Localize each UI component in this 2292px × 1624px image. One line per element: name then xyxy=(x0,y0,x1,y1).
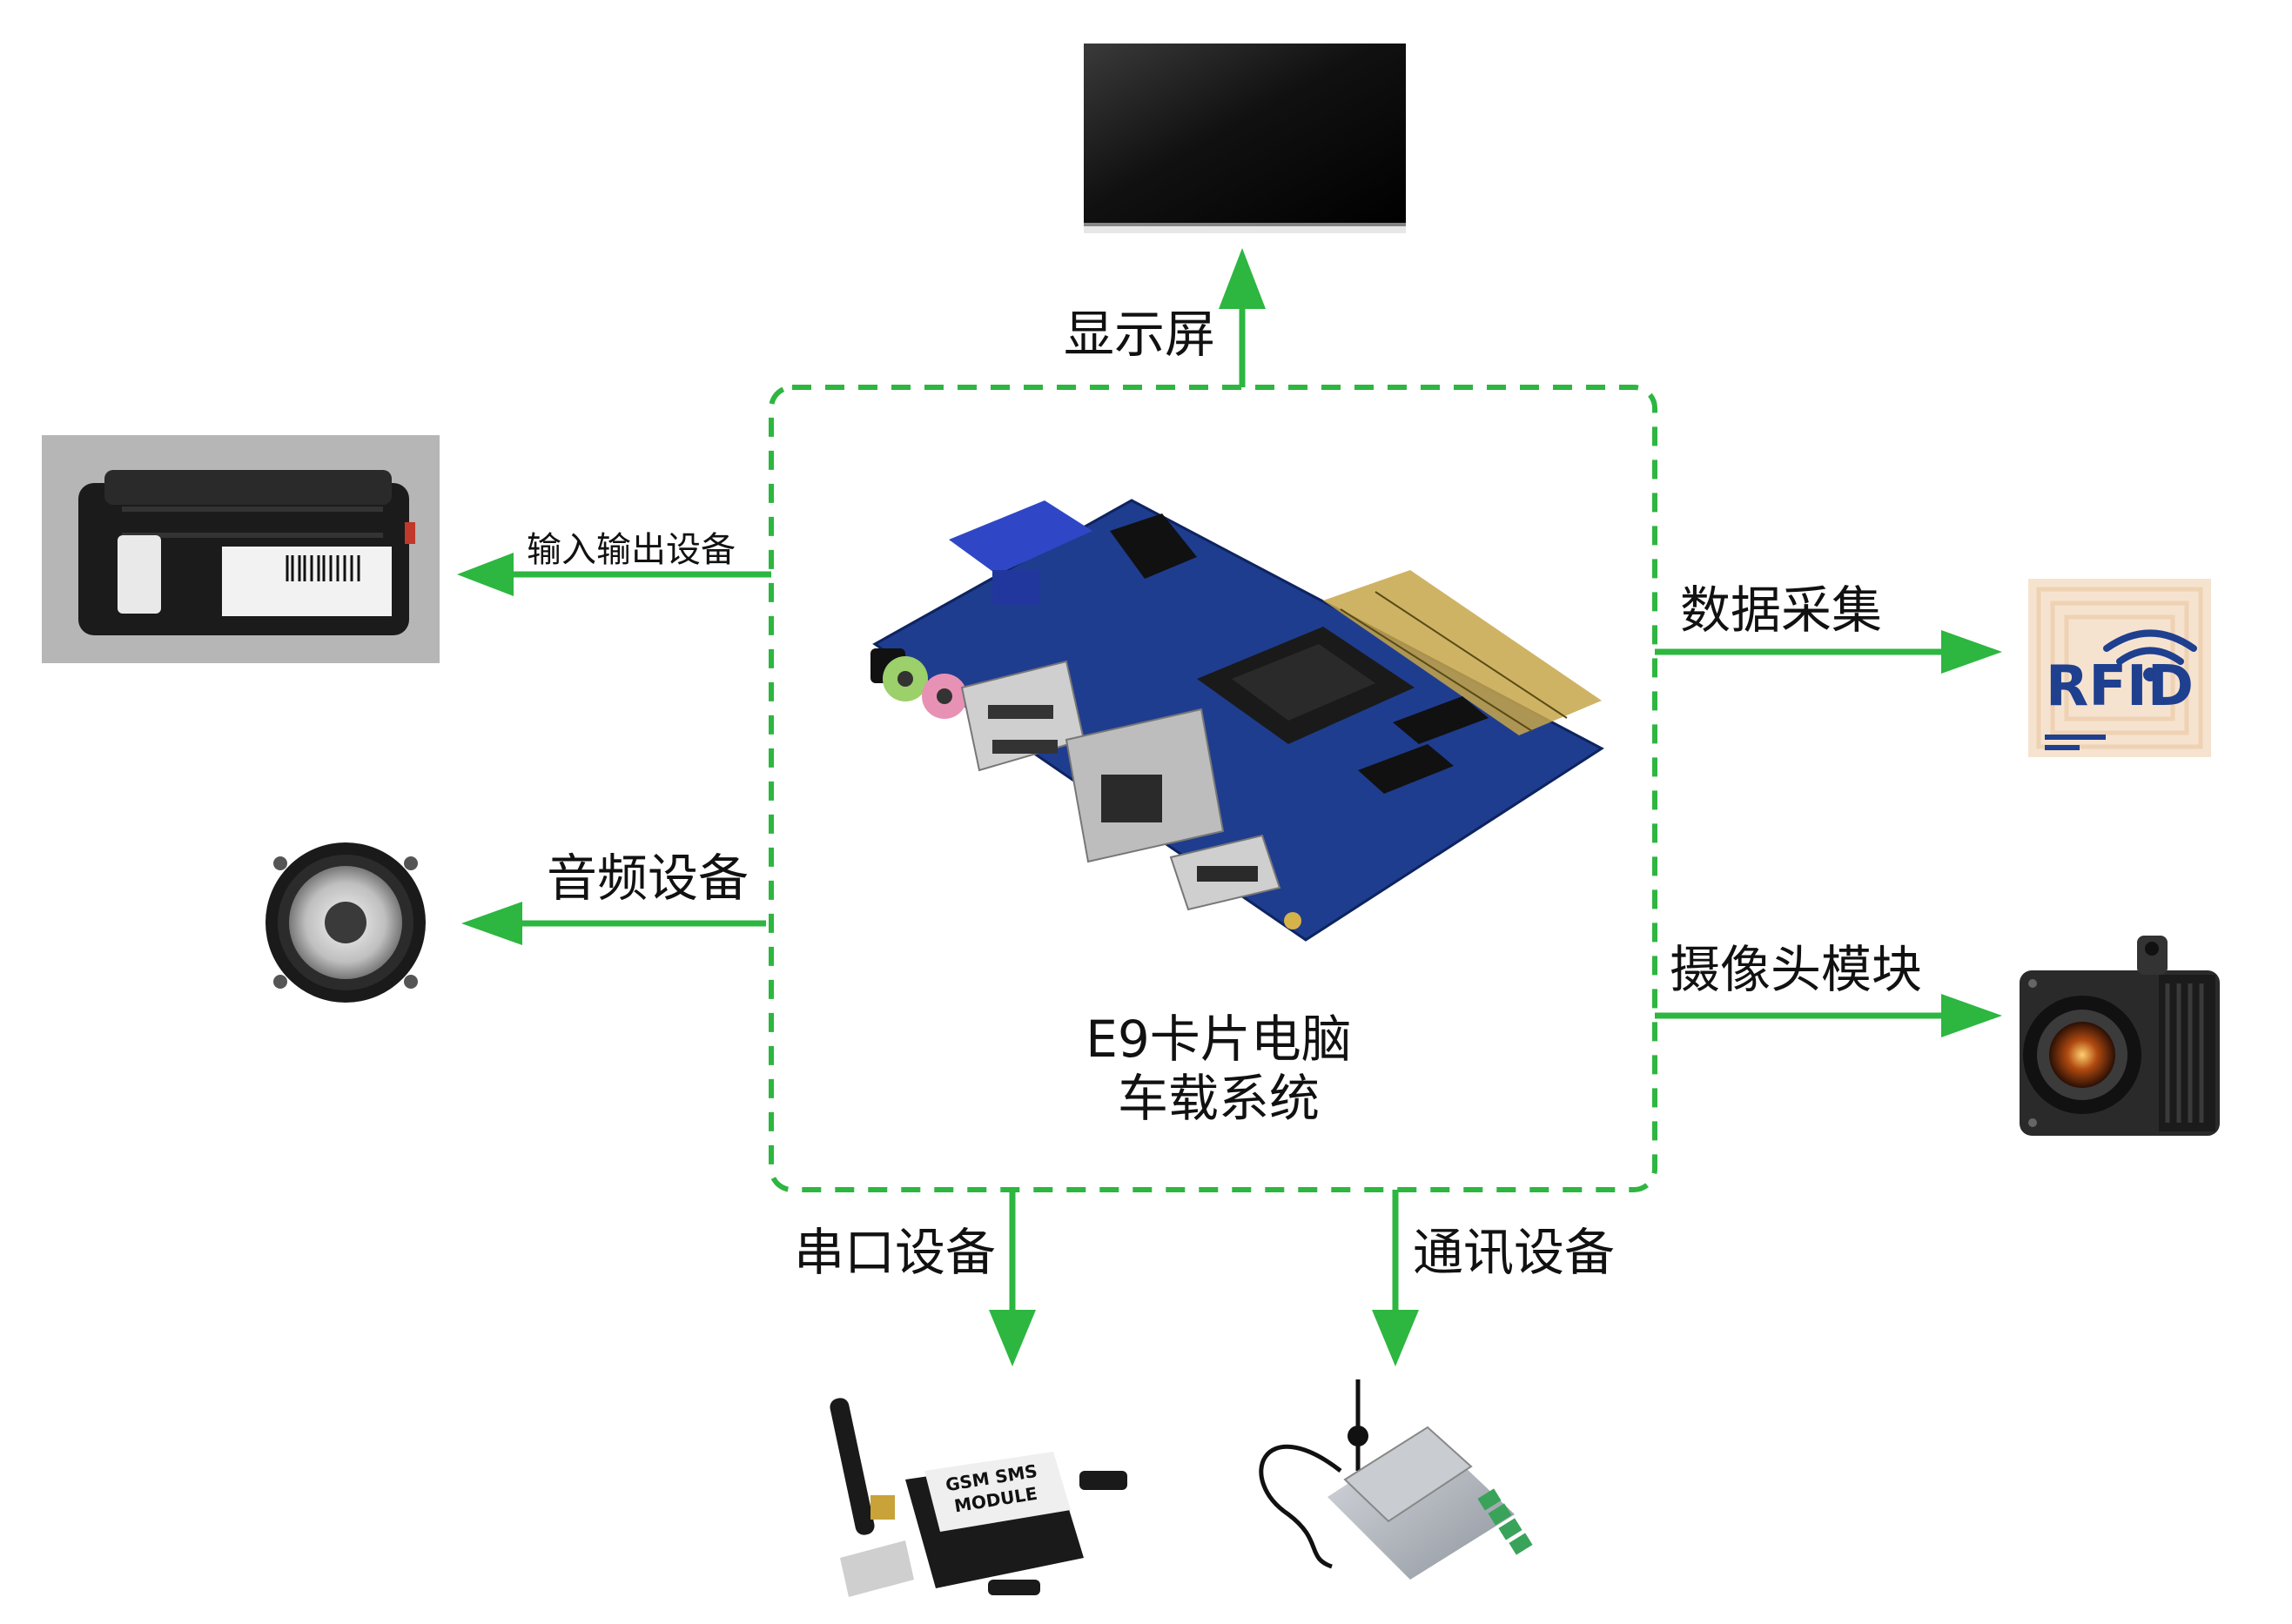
center-title-line1: E9卡片电脑 xyxy=(1086,1010,1352,1069)
io-device-image xyxy=(42,435,440,663)
arrow-camera xyxy=(1655,994,2002,1037)
label-serial-device: 串口设备 xyxy=(794,1223,997,1282)
label-data-acquisition: 数据采集 xyxy=(1680,580,1883,640)
speaker-image xyxy=(265,842,426,1003)
label-comm-device: 通讯设备 xyxy=(1413,1223,1616,1282)
label-display: 显示屏 xyxy=(1064,305,1216,364)
arrow-display xyxy=(1219,248,1266,387)
center-title-line2: 车载系统 xyxy=(1117,1069,1320,1128)
rfid-logo-text: RFID xyxy=(2046,654,2194,719)
label-audio-device: 音频设备 xyxy=(547,849,749,908)
arrow-data-acq xyxy=(1655,630,2002,674)
arrow-audio xyxy=(461,902,766,945)
arrow-serial xyxy=(989,1190,1036,1366)
camera-image xyxy=(2020,936,2220,1136)
gsm-module-image xyxy=(830,1398,1127,1597)
rfid-image xyxy=(2028,579,2211,757)
arrow-io xyxy=(457,553,771,596)
system-boundary xyxy=(769,385,1657,1192)
label-io-device: 输入输出设备 xyxy=(527,530,736,570)
label-camera-module: 摄像头模块 xyxy=(1670,940,1923,999)
comm-device-image xyxy=(1259,1379,1533,1580)
e9-board-image xyxy=(870,499,1604,942)
display-screen-image xyxy=(1084,44,1406,233)
arrow-comm xyxy=(1372,1190,1419,1366)
